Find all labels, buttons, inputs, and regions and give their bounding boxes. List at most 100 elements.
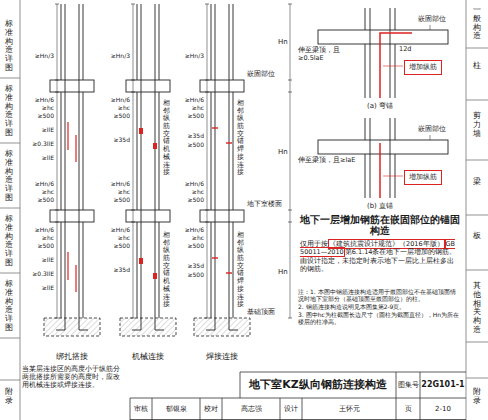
callout-box: 增加纵筋: [404, 170, 442, 185]
dimension-text: ≥500: [170, 196, 204, 203]
sidebar-frame: [466, 48, 488, 49]
dimension-text: ≥0.3llE: [20, 270, 54, 277]
lap-splice: [68, 122, 76, 292]
title-cell: 图集号: [396, 381, 420, 389]
dimension-text: ≥Hn/6: [20, 96, 54, 103]
dimension-text: ≥35d: [170, 262, 204, 269]
level-label: 地下室楼面: [247, 200, 282, 208]
title-block: [222, 398, 223, 420]
height-label: Hn: [278, 268, 288, 276]
weld-joint: [212, 257, 218, 258]
sidebar-frame: [0, 208, 20, 209]
title-cell: 22G101-1: [420, 380, 466, 390]
height-label: Hn: [278, 148, 288, 156]
anchor-detail-a: [395, 44, 396, 98]
note-text: 2. 钢筋连接构造说明见本图集第2-9页。: [298, 303, 460, 310]
anchor-detail-a: [370, 8, 371, 98]
dimension-text: ≥hc: [170, 188, 204, 195]
heading: 地下一层增加钢筋在嵌固部位的锚固构造: [300, 214, 460, 237]
dimension-text: ≥llE: [20, 284, 54, 291]
dimension-text: ≥500: [170, 242, 204, 249]
title-block: [130, 398, 131, 420]
weld-joint: [212, 127, 218, 128]
sidebar-tab: 其他相关构造: [473, 282, 481, 335]
sidebar-tab: 附录: [473, 388, 481, 406]
dimension-text: ≥500: [170, 271, 204, 278]
mechanical-coupler: [139, 128, 143, 134]
title-block: [152, 398, 153, 420]
dimension-text: 12d: [399, 46, 411, 54]
lap-splice: [75, 135, 76, 162]
dimension-text: ≥35d: [96, 266, 130, 273]
lap-splice: [67, 252, 68, 280]
title-block: [302, 398, 303, 420]
dimension-text: ≥Hn/6: [20, 180, 54, 187]
sidebar-frame: [466, 378, 488, 379]
level-label: 基础顶面: [247, 308, 275, 316]
caption: (a) 弯锚: [350, 102, 410, 110]
callout-box: 增加纵筋: [404, 60, 442, 75]
caption: (b) 直锚: [350, 202, 410, 210]
dimension-text: ≥Hn/6: [170, 226, 204, 233]
anchor-detail-b: [430, 135, 431, 140]
sidebar-frame: [0, 143, 20, 144]
dimension-text: ≥500: [96, 196, 130, 203]
anchor-detail-b: [390, 118, 391, 198]
note-text: 仅用于按: [300, 240, 328, 248]
drawing-title: 地下室KZ纵向钢筋连接构造: [240, 378, 396, 391]
dimension-text: ≥hc: [96, 234, 130, 241]
mechanical-coupler: [153, 273, 157, 279]
sidebar-frame: [0, 273, 20, 274]
sidebar-frame: [466, 160, 488, 161]
anchor-detail-a: [365, 8, 366, 30]
anchor-detail-a: [318, 30, 448, 44]
title-cell: 页: [396, 405, 420, 413]
title-block: [240, 372, 241, 398]
sidebar-frame: [466, 0, 467, 420]
sidebar-frame: [0, 338, 20, 339]
sidebar-frame: [20, 0, 21, 420]
anchor-detail-a: [430, 25, 431, 30]
dimension-text: ≥hc: [20, 234, 54, 241]
anchor-detail-b: [395, 118, 396, 140]
sidebar-tab: 标准构造详图: [5, 20, 13, 73]
note-text: 当某层连接区的高度小于纵筋分两批搭接所需要的高度时，应改用机械连接或焊接连接。: [22, 366, 126, 389]
dimension-text: ≥hc: [96, 104, 130, 111]
dimension-text: ≥llE: [20, 126, 54, 133]
vertical-note: 相邻纵筋交错机械连接: [163, 100, 170, 177]
dimension-text: ≥hc: [170, 104, 204, 111]
dimension-text: ≥hc: [20, 104, 54, 111]
dimension-text: ≥500: [20, 112, 54, 119]
sidebar-frame: [0, 78, 20, 79]
note-paragraph: 仅用于按《建筑抗震设计规范》（2016年版）GB 50011—2010第6.1.…: [300, 240, 460, 274]
title-block: [396, 372, 397, 420]
title-cell: 2-10: [420, 405, 466, 413]
note-text: 3. 图中hc为柱截面长边尺寸（圆柱为截面直径），Hn为所在楼层的柱净高。: [298, 311, 460, 325]
title-block: [130, 419, 466, 420]
dimension-text: ≥hc: [20, 188, 54, 195]
sidebar-frame: [466, 100, 488, 101]
dimension-text: ≥35d: [96, 136, 130, 143]
sidebar-tab: 一般构造: [473, 6, 481, 41]
dimension-text: ≥500: [96, 242, 130, 249]
title-cell: 王怀元: [302, 405, 396, 413]
anchor-detail-b: [318, 140, 448, 154]
callout-text: 增加纵筋: [409, 173, 437, 181]
dimension-text: ≥Hn/3: [170, 52, 204, 59]
anchor-detail-b: [365, 154, 366, 198]
height-dimension: [288, 4, 292, 318]
sidebar-frame: [466, 342, 488, 343]
dimension-text: ≥0.3llE: [20, 140, 54, 147]
anchor-detail-a: [365, 44, 366, 98]
height-dimension: [290, 4, 291, 318]
dimension-text: ≥500: [170, 112, 204, 119]
dimension-text: ≥35d: [170, 132, 204, 139]
weld-joint: [226, 142, 232, 143]
sidebar-frame: [466, 215, 488, 216]
mechanical-coupler: [139, 258, 143, 264]
sidebar-tab: 板: [473, 232, 481, 241]
sidebar-tab: 标准构造详图: [5, 215, 13, 268]
title-block: [200, 398, 201, 420]
title-cell: 郁银泉: [152, 405, 200, 413]
weld-joint: [212, 128, 232, 273]
